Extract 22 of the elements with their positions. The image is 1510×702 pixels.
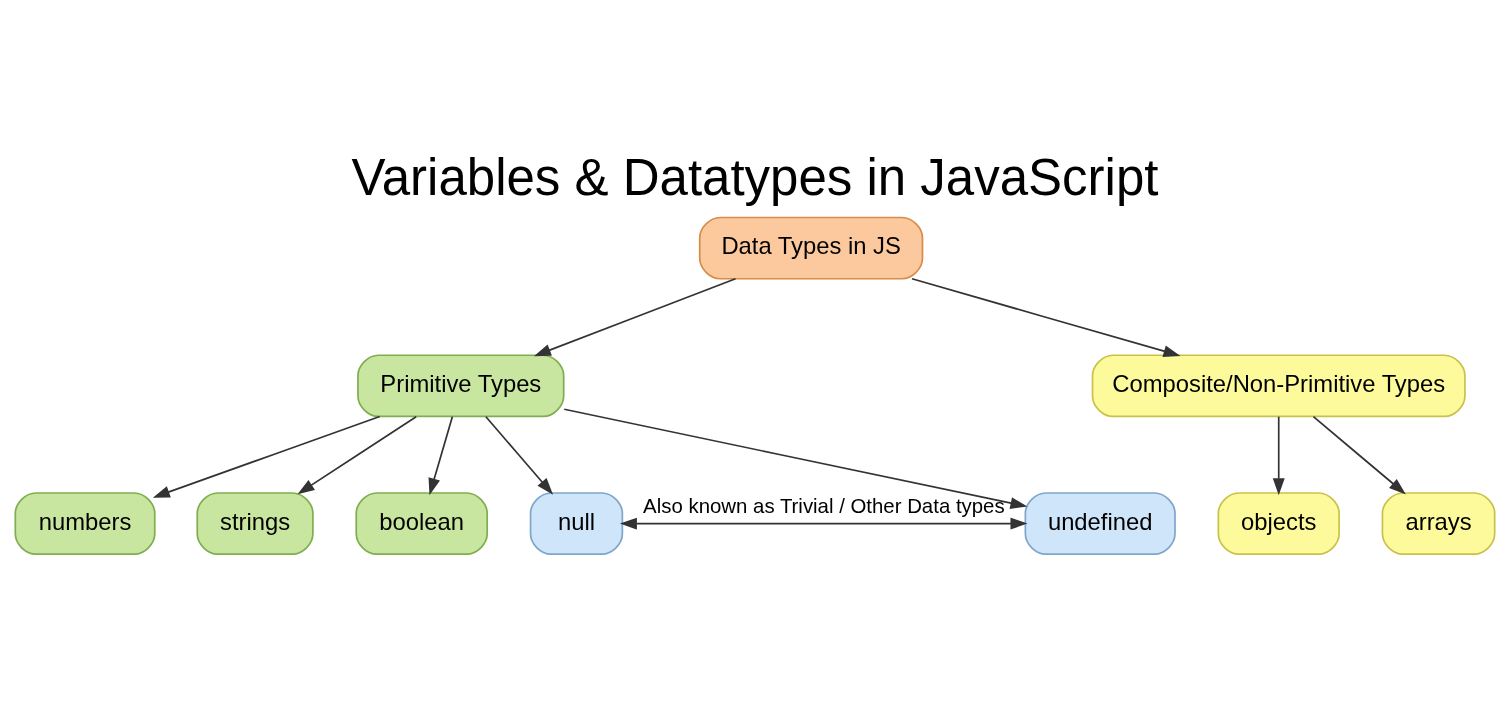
edge-label: Also known as Trivial / Other Data types (643, 494, 1005, 517)
arrow (485, 415, 554, 495)
node-box: arrays (1381, 492, 1496, 556)
arrow (563, 408, 1028, 509)
node-box: strings (196, 492, 314, 556)
node-box: boolean (355, 492, 489, 556)
arrow (1272, 415, 1285, 496)
node-box: Composite/Non-Primitive Types (1091, 354, 1466, 418)
node-box: null (529, 492, 624, 556)
diagram-title: Variables & Datatypes in JavaScript (351, 149, 1159, 207)
node-box: objects (1217, 492, 1340, 556)
arrow (297, 415, 418, 495)
node-box: numbers (14, 492, 156, 556)
node-box: undefined (1024, 492, 1176, 556)
arrow (1312, 415, 1406, 495)
arrow (619, 517, 1028, 530)
arrow (152, 415, 381, 498)
node-box: Primitive Types (357, 354, 565, 418)
node-box: Data Types in JS (698, 216, 924, 280)
arrow (533, 277, 737, 357)
arrow (428, 415, 454, 496)
arrow (911, 277, 1181, 357)
